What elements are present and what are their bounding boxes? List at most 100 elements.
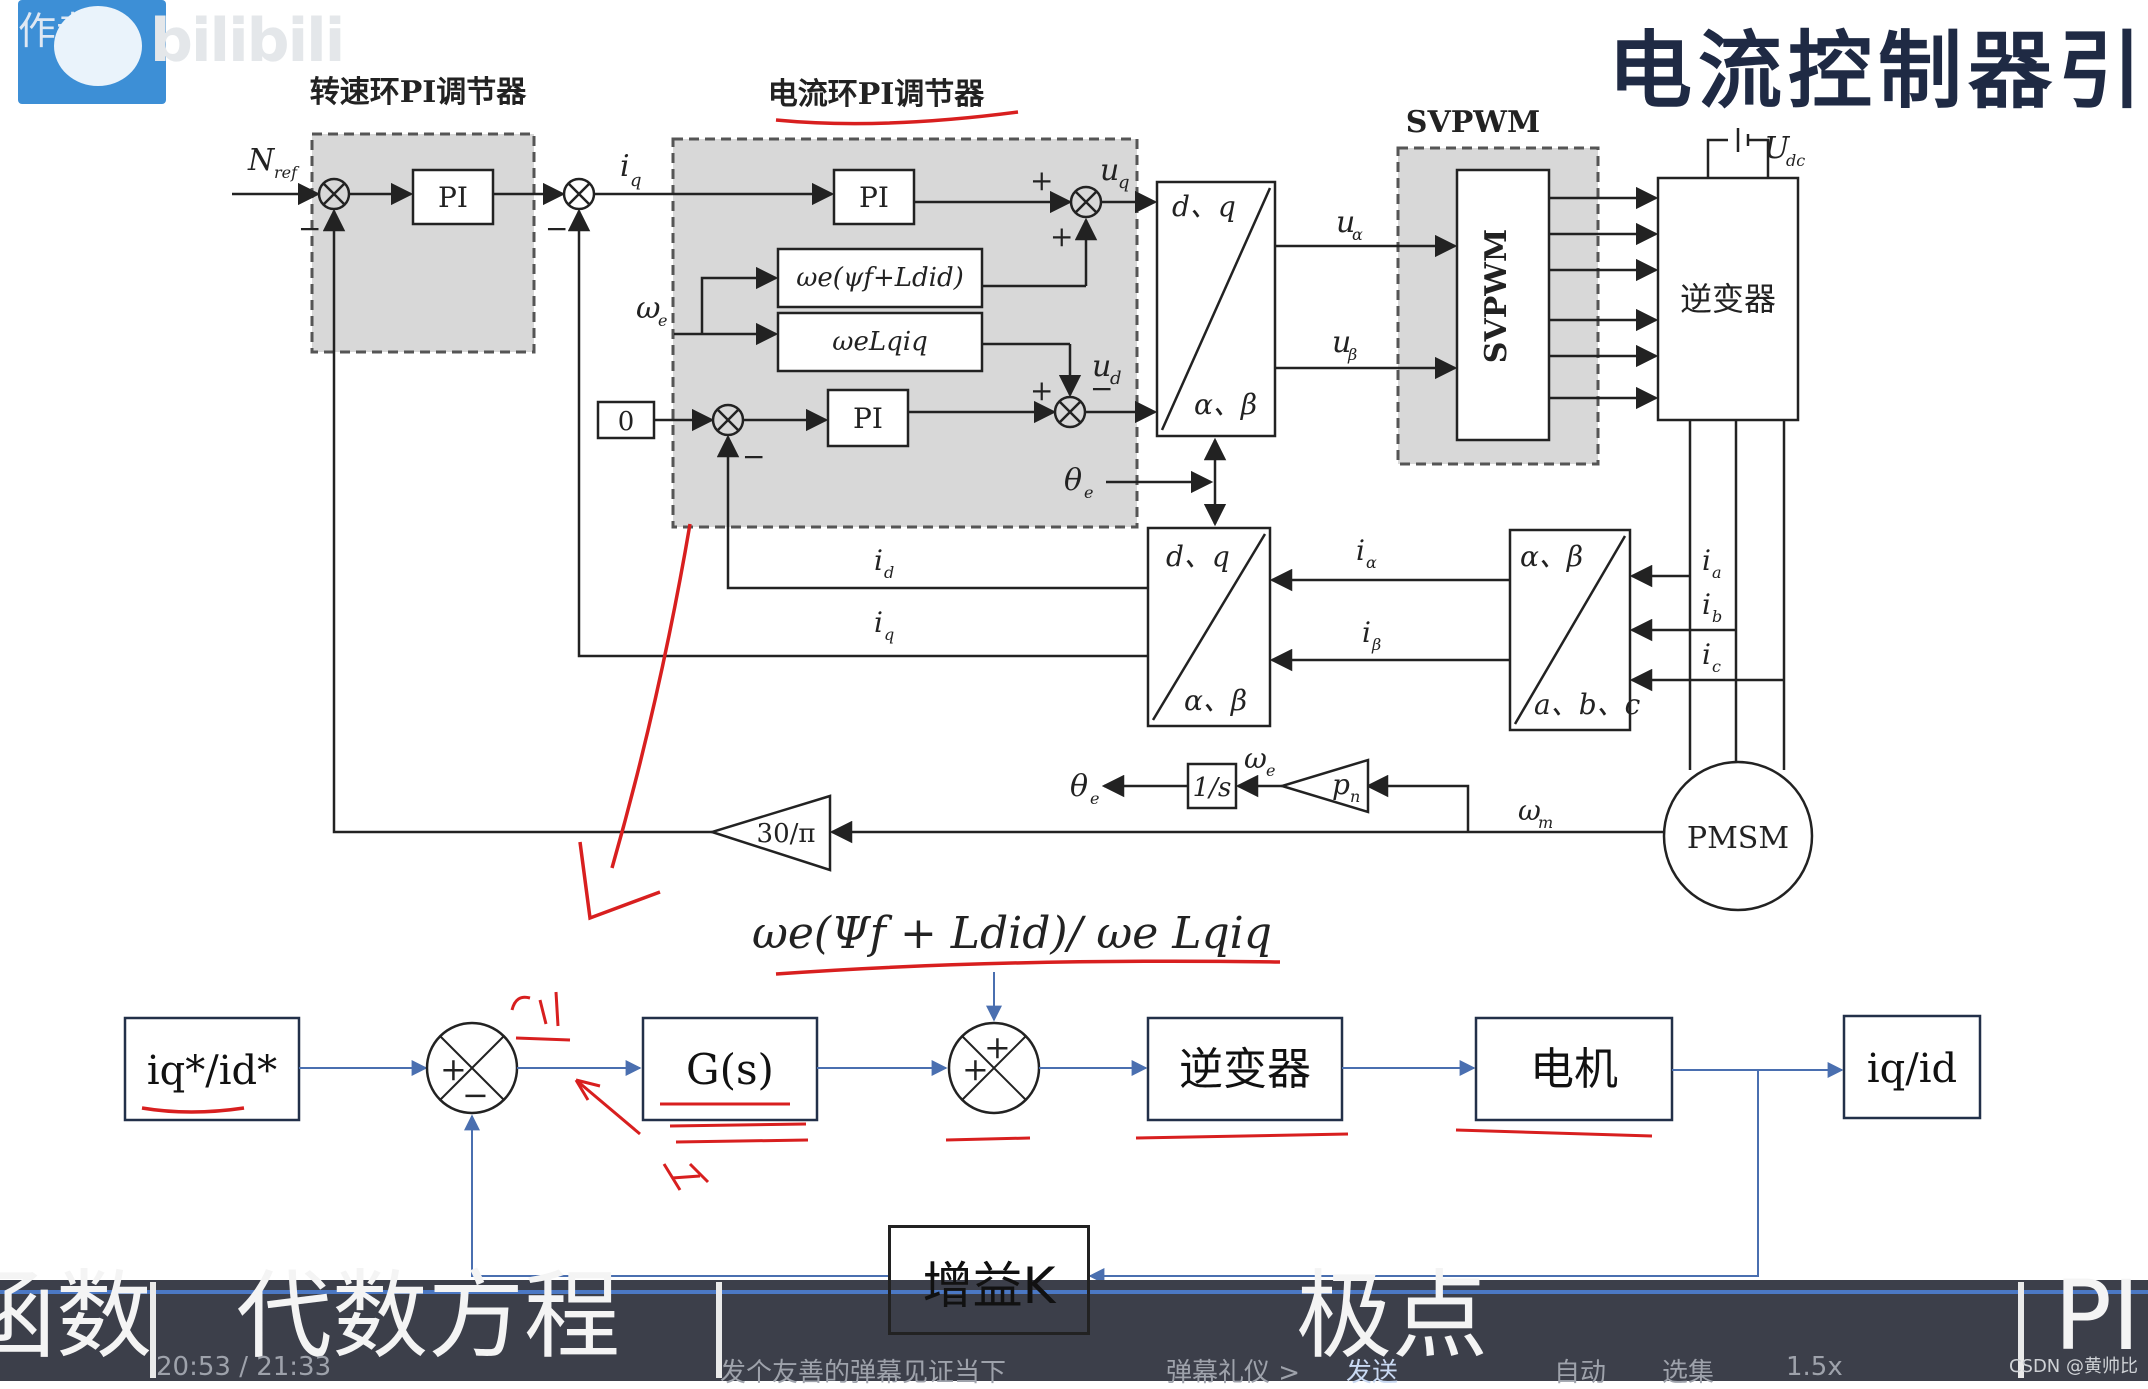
svg-text:α: α bbox=[1366, 553, 1377, 572]
slide-title: 电流控制器引 bbox=[1607, 22, 2148, 120]
svg-text:G(s): G(s) bbox=[686, 1045, 774, 1094]
output-block bbox=[1842, 1014, 1982, 1120]
nref-label: N bbox=[247, 143, 276, 178]
uq-label: u bbox=[1100, 153, 1119, 188]
danmaku-input[interactable]: 发个友善的弹幕见证当下 bbox=[720, 1358, 1007, 1388]
svg-text:iq*/id*: iq*/id* bbox=[147, 1048, 277, 1094]
feedback-gain-overlay: 增益K bbox=[888, 1225, 1090, 1335]
motor-block-bottom bbox=[1474, 1016, 1674, 1122]
ualpha-label: u bbox=[1336, 205, 1355, 240]
svg-text:d: d bbox=[1110, 368, 1122, 389]
svg-text:PI: PI bbox=[853, 402, 883, 435]
svg-text:α、β: α、β bbox=[1184, 684, 1247, 717]
episodes-button[interactable]: 选集 bbox=[1662, 1358, 1715, 1388]
iq-star-label: i bbox=[620, 149, 630, 184]
subtitle-item: 函数 bbox=[0, 1260, 152, 1372]
svg-text:i: i bbox=[874, 606, 883, 639]
inverter-block bbox=[1656, 176, 1800, 422]
udc-label: U bbox=[1764, 131, 1791, 166]
svg-text:i: i bbox=[1702, 544, 1711, 577]
danmaku-etiquette-link[interactable]: 弹幕礼仪 > bbox=[1166, 1358, 1301, 1388]
subtitle-item: PI bbox=[2054, 1260, 2141, 1372]
svg-text:电机: 电机 bbox=[1530, 1044, 1618, 1095]
svg-text:+: + bbox=[1050, 220, 1073, 253]
subtitle-item: 极点 bbox=[1296, 1260, 1488, 1372]
svg-text:α、β: α、β bbox=[1520, 540, 1583, 573]
send-button[interactable]: 发送 bbox=[1346, 1358, 1399, 1388]
svg-text:q: q bbox=[1118, 172, 1130, 193]
svg-text:θ: θ bbox=[1070, 769, 1088, 804]
pole-pair-gain bbox=[1277, 758, 1370, 814]
time-display: 20:53 / 21:33 bbox=[156, 1352, 332, 1382]
dc-source-icon bbox=[1706, 128, 1770, 178]
ud-label: u bbox=[1092, 349, 1111, 384]
svg-text:e: e bbox=[1266, 761, 1275, 780]
avatar-icon bbox=[54, 6, 142, 86]
svg-text:ωeLqiq: ωeLqiq bbox=[832, 327, 927, 357]
svg-text:−: − bbox=[1090, 372, 1113, 405]
speed-button[interactable]: 1.5x bbox=[1786, 1352, 1843, 1382]
pmsm-motor bbox=[1662, 760, 1814, 912]
speed-gain-block bbox=[707, 794, 832, 872]
svg-text:SVPWM: SVPWM bbox=[1479, 229, 1514, 363]
svg-text:d: d bbox=[884, 563, 894, 582]
svg-text:ω: ω bbox=[1244, 742, 1267, 775]
svg-text:α、β: α、β bbox=[1194, 388, 1257, 421]
svg-text:逆变器: 逆变器 bbox=[1179, 1044, 1311, 1095]
subtitle-bar bbox=[0, 1280, 2148, 1381]
progress-bar[interactable] bbox=[0, 1290, 2148, 1294]
svg-text:+: + bbox=[1030, 374, 1053, 407]
inverter-block-bottom bbox=[1146, 1016, 1344, 1122]
id-pi-block bbox=[826, 388, 910, 448]
quality-button[interactable]: 自动 bbox=[1554, 1358, 1607, 1388]
bilibili-watermark: bilibili bbox=[150, 6, 345, 76]
svg-text:β: β bbox=[1371, 635, 1381, 654]
svg-text:ωe(ψf+Ldid): ωe(ψf+Ldid) bbox=[796, 263, 964, 293]
speed-pi-block bbox=[411, 168, 495, 226]
svg-text:i: i bbox=[874, 544, 883, 577]
svg-text:+: + bbox=[984, 1028, 1011, 1066]
svg-text:β: β bbox=[1347, 345, 1357, 364]
theta-label: θ bbox=[1064, 463, 1082, 498]
svg-text:PMSM: PMSM bbox=[1687, 821, 1789, 856]
svg-text:m: m bbox=[1538, 813, 1553, 832]
svg-text:30/π: 30/π bbox=[757, 819, 816, 849]
svpwm-label: SVPWM bbox=[1406, 105, 1540, 140]
we-label: ω bbox=[636, 291, 660, 326]
svg-text:i: i bbox=[1702, 638, 1711, 671]
svg-text:e: e bbox=[658, 311, 667, 330]
svg-text:+: + bbox=[1030, 164, 1053, 197]
svg-text:i: i bbox=[1356, 534, 1365, 567]
svg-text:−: − bbox=[462, 1076, 489, 1114]
svg-text:n: n bbox=[1350, 787, 1360, 806]
iq-pi-block bbox=[832, 168, 916, 226]
svg-text:α: α bbox=[1352, 225, 1363, 244]
subtitle-divider bbox=[716, 1282, 722, 1378]
decouple-formula: ωe(Ψf + Ldid)/ ωe Lqiq bbox=[752, 908, 1272, 959]
csdn-credit: CSDN @黄帅比 bbox=[2008, 1356, 2138, 1377]
svg-text:−: − bbox=[742, 440, 765, 473]
svg-text:+: + bbox=[440, 1050, 467, 1088]
ubeta-label: u bbox=[1332, 325, 1351, 360]
subtitle-item: 代数方程 bbox=[236, 1260, 620, 1372]
svg-text:q: q bbox=[884, 625, 894, 644]
nref-sub: ref bbox=[274, 163, 300, 182]
svg-text:dc: dc bbox=[1786, 151, 1805, 170]
svg-text:PI: PI bbox=[859, 181, 889, 214]
subtitle-divider bbox=[2018, 1282, 2024, 1378]
svg-text:+: + bbox=[962, 1050, 989, 1088]
svg-text:c: c bbox=[1712, 657, 1721, 676]
svg-text:q: q bbox=[630, 170, 642, 191]
uploader-logo: 作者 bbox=[18, 0, 166, 104]
svg-text:p: p bbox=[1332, 768, 1350, 801]
subtitle-divider bbox=[150, 1282, 156, 1378]
zero-ref-block bbox=[596, 400, 656, 440]
svg-text:逆变器: 逆变器 bbox=[1680, 280, 1776, 318]
svg-text:−: − bbox=[545, 212, 568, 245]
svg-text:i: i bbox=[1702, 588, 1711, 621]
current-loop-label: 电流环PI调节器 bbox=[768, 77, 986, 112]
svg-text:a、b、c: a、b、c bbox=[1534, 688, 1641, 721]
svpwm-block bbox=[1455, 168, 1551, 442]
svg-text:0: 0 bbox=[618, 407, 635, 437]
